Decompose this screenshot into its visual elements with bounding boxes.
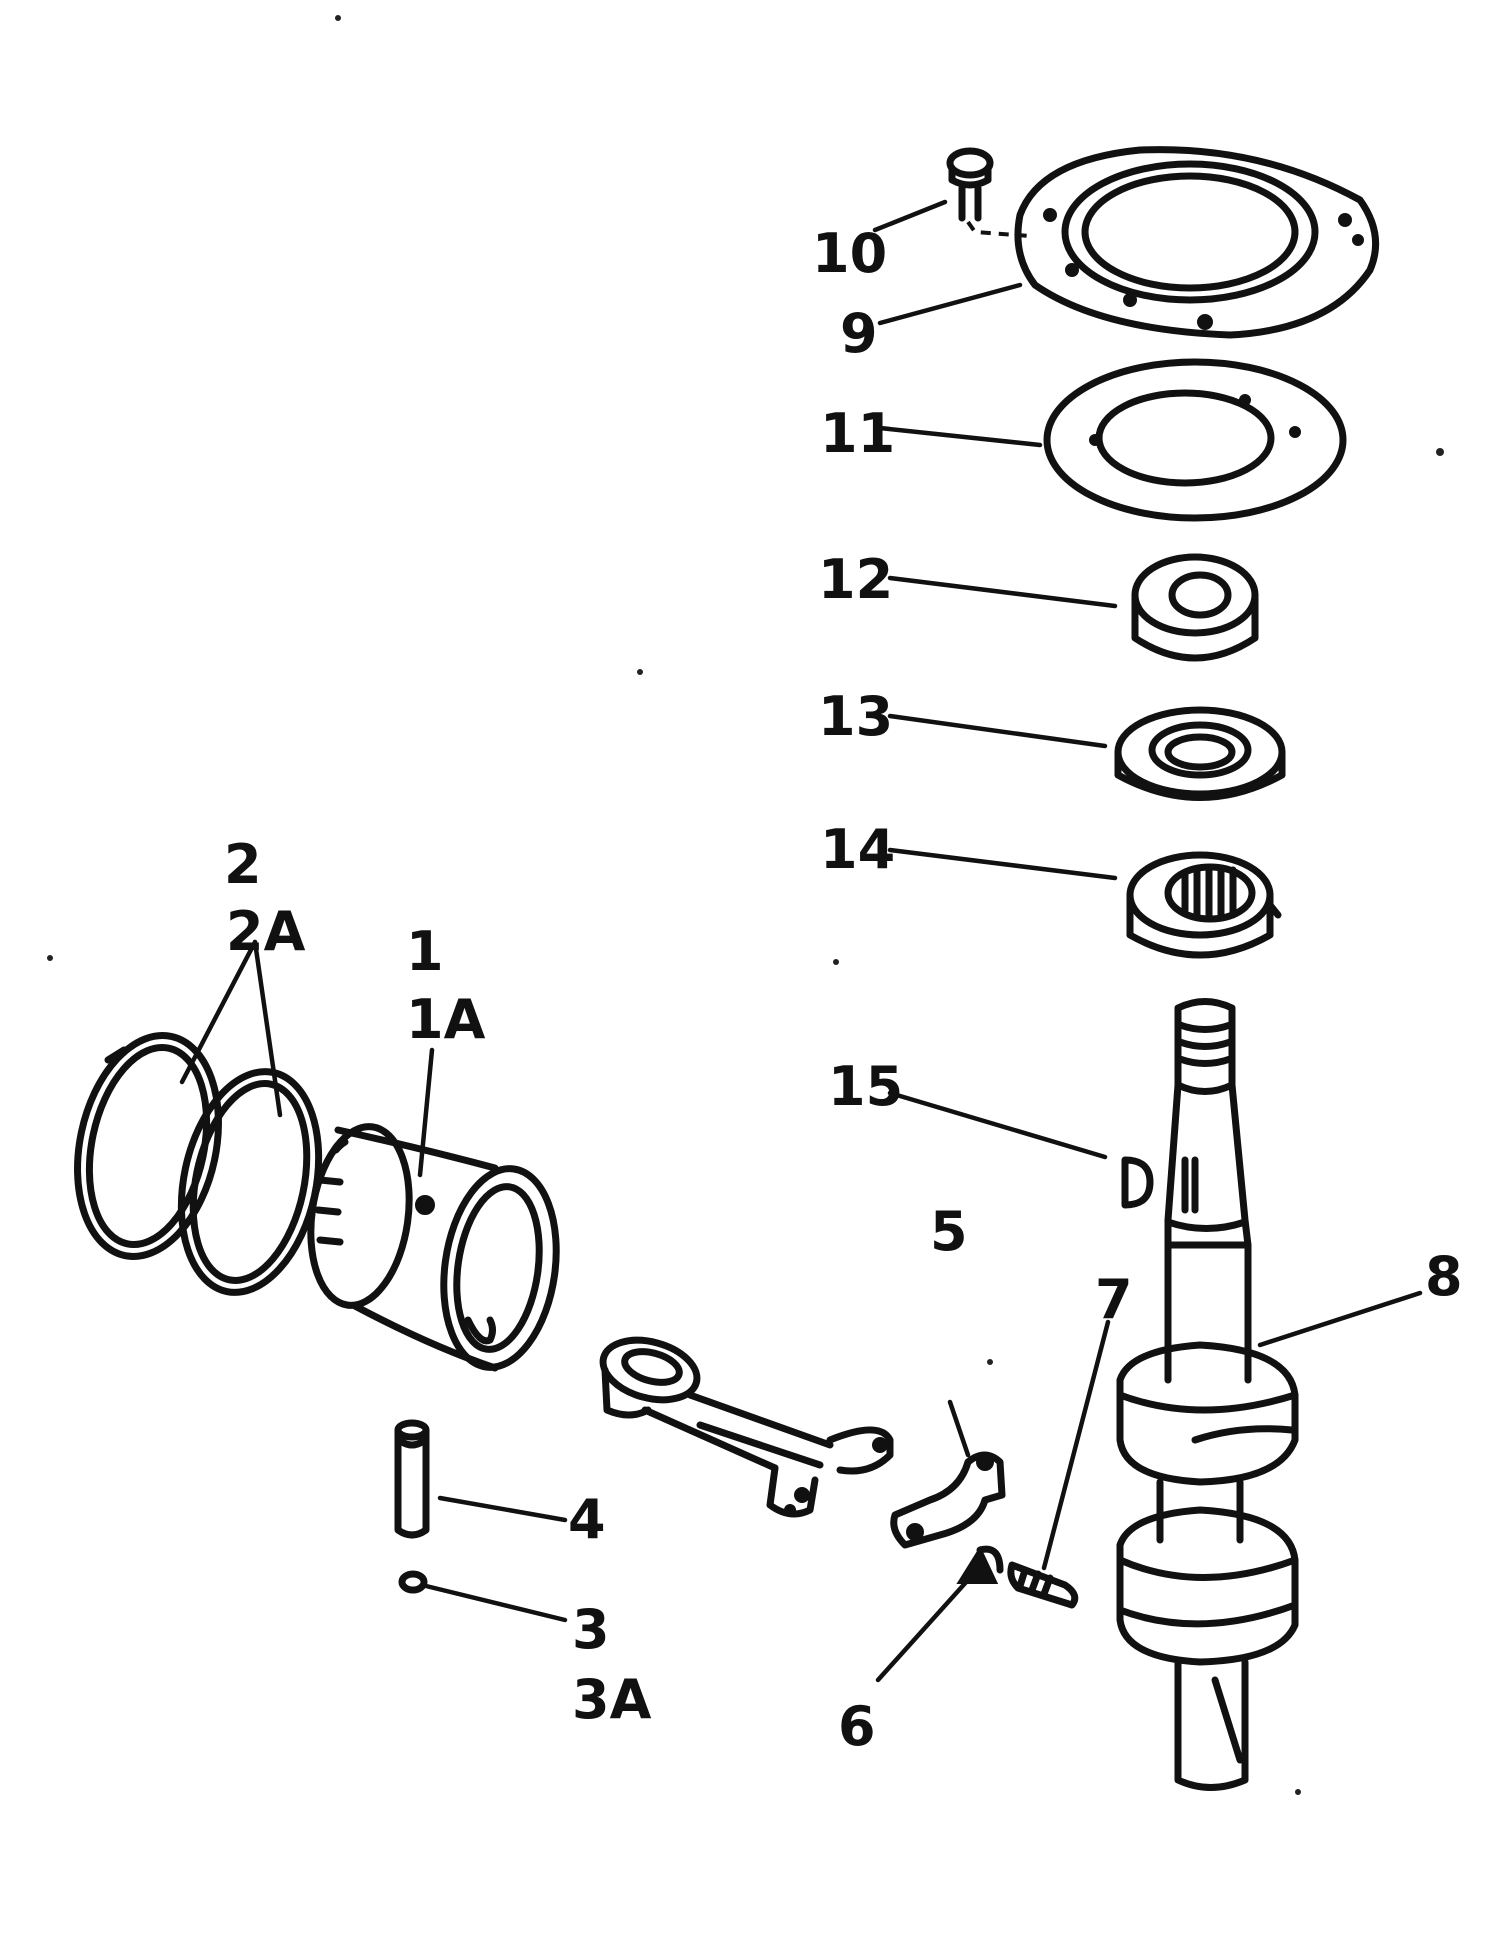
part-3-retaining-ring — [398, 1570, 428, 1594]
callout-13: 13 — [818, 685, 893, 748]
connecting-rod — [599, 1336, 894, 1518]
part-13-oil-seal — [1114, 706, 1286, 801]
callout-9: 9 — [840, 302, 878, 365]
leader-lines — [179, 199, 1423, 1683]
callout-7: 7 — [1095, 1268, 1133, 1331]
callout-1: 1 — [406, 920, 444, 983]
part-6-lock-plate — [956, 1545, 1004, 1584]
part-9-seal-plate — [1014, 146, 1380, 339]
part-12-bushing — [1131, 553, 1259, 662]
part-14-needle-bearing — [1126, 851, 1282, 959]
callout-3a: 3A — [572, 1668, 652, 1731]
part-15-woodruff-key — [1121, 1156, 1154, 1209]
callout-11: 11 — [820, 402, 895, 465]
callout-14: 14 — [820, 818, 895, 881]
part-1-piston — [307, 1123, 560, 1372]
callout-5: 5 — [930, 1200, 968, 1263]
callout-labels: 10 9 11 12 13 14 15 8 5 7 6 2 2A 1 1A 4 … — [224, 222, 1463, 1758]
callout-2: 2 — [224, 833, 262, 896]
callout-2a: 2A — [226, 900, 306, 963]
callout-12: 12 — [818, 548, 893, 611]
scan-specks — [47, 15, 1444, 1795]
part-11-gasket — [1043, 358, 1347, 522]
callout-8: 8 — [1425, 1245, 1463, 1308]
part-7-rod-screw — [1007, 1561, 1079, 1609]
part-2-piston-rings — [74, 1032, 323, 1296]
part-8-crankshaft — [1116, 998, 1299, 1791]
callout-1a: 1A — [406, 988, 486, 1051]
callout-6: 6 — [838, 1695, 876, 1758]
part-4-wrist-pin — [394, 1419, 430, 1539]
callout-10: 10 — [812, 222, 887, 285]
callout-15: 15 — [828, 1055, 903, 1118]
part-5-rod-cap — [890, 1451, 1006, 1549]
callout-4: 4 — [568, 1488, 606, 1551]
part-10-screw — [946, 147, 1031, 238]
callout-3: 3 — [572, 1598, 610, 1661]
